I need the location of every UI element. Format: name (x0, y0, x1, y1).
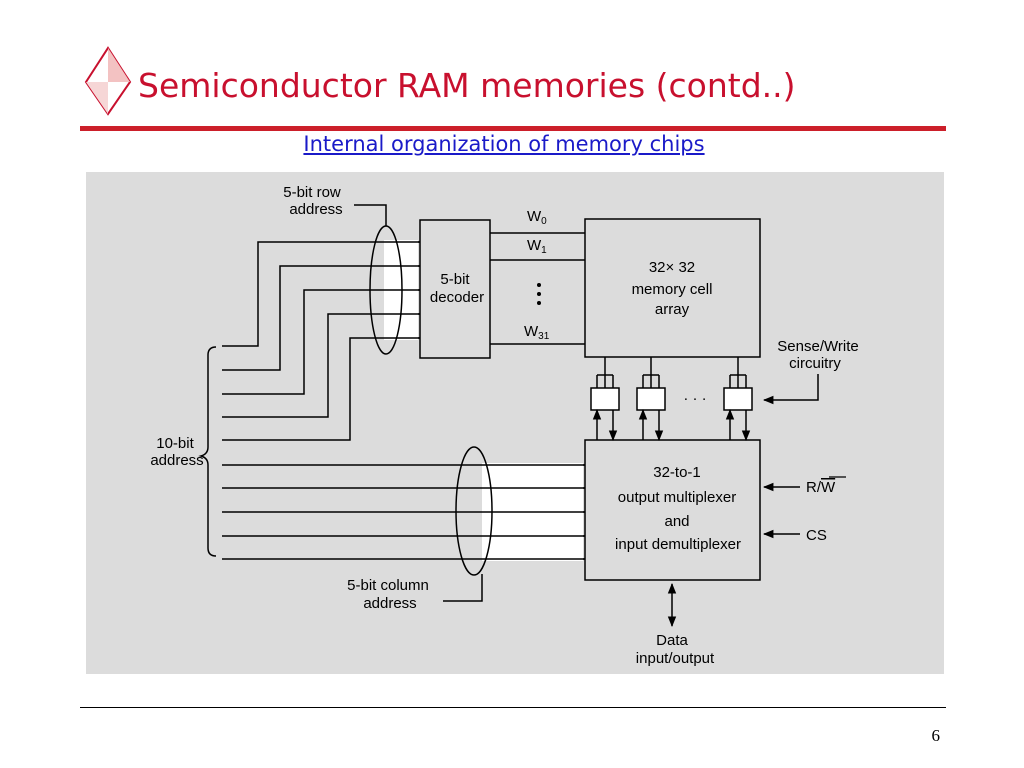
mux-label-line2: output multiplexer (618, 489, 736, 506)
footer-rule (80, 707, 946, 708)
data-label-line2: input/output (636, 650, 715, 667)
word-line-ellipsis (537, 283, 541, 305)
multiplexer-box (584, 439, 761, 581)
sense-write-label-line1: Sense/Write (777, 338, 858, 355)
column-address-label-line2: address (363, 595, 416, 612)
word-line-w1: W1 (527, 237, 547, 256)
slide-subtitle: Internal organization of memory chips (303, 132, 705, 156)
row-address-label-line2: address (289, 201, 342, 218)
page-number: 6 (931, 726, 941, 745)
column-address-label-line1: 5-bit column (347, 577, 429, 594)
rw-label: R/W (806, 479, 836, 496)
column-ellipsis: · · · (683, 390, 706, 407)
decoder-label-line1: 5-bit (440, 271, 470, 288)
array-label-line2: memory cell (632, 281, 713, 298)
memory-organization-diagram: 5-bit decoder W0 W1 W31 32× 32 memory ce… (150, 184, 858, 667)
mux-label-line1: 32-to-1 (653, 464, 701, 481)
row-address-lines (222, 241, 420, 441)
mux-label-line3: and (664, 513, 689, 530)
column-address-leader (443, 574, 483, 602)
cs-label: CS (806, 527, 827, 544)
row-address-leader (354, 204, 387, 226)
address-label-line1: 10-bit (156, 435, 194, 452)
data-label-line1: Data (656, 632, 688, 649)
title-rule (80, 126, 946, 131)
array-label-line3: array (655, 301, 690, 318)
decoder-label-line2: decoder (430, 289, 484, 306)
word-lines (490, 232, 585, 345)
sense-write-label-line2: circuitry (789, 355, 841, 372)
word-line-w0: W0 (527, 208, 547, 227)
array-label-line1: 32× 32 (649, 259, 695, 276)
slide-title: Semiconductor RAM memories (contd..) (138, 66, 796, 105)
sense-write-arrow (762, 374, 819, 405)
decoder-box (419, 219, 491, 359)
mux-label-line4: input demultiplexer (615, 536, 741, 553)
diamond-bullet-icon (84, 46, 132, 116)
diagram-panel: 5-bit decoder W0 W1 W31 32× 32 memory ce… (86, 172, 944, 674)
sense-write-columns (590, 357, 753, 442)
word-line-w31: W31 (524, 323, 550, 342)
address-label-line2: address (150, 452, 203, 469)
address-brace (198, 346, 217, 557)
column-bundle-ellipse (455, 446, 493, 576)
memory-array-box (584, 218, 761, 358)
row-address-label-line1: 5-bit row (283, 184, 341, 201)
